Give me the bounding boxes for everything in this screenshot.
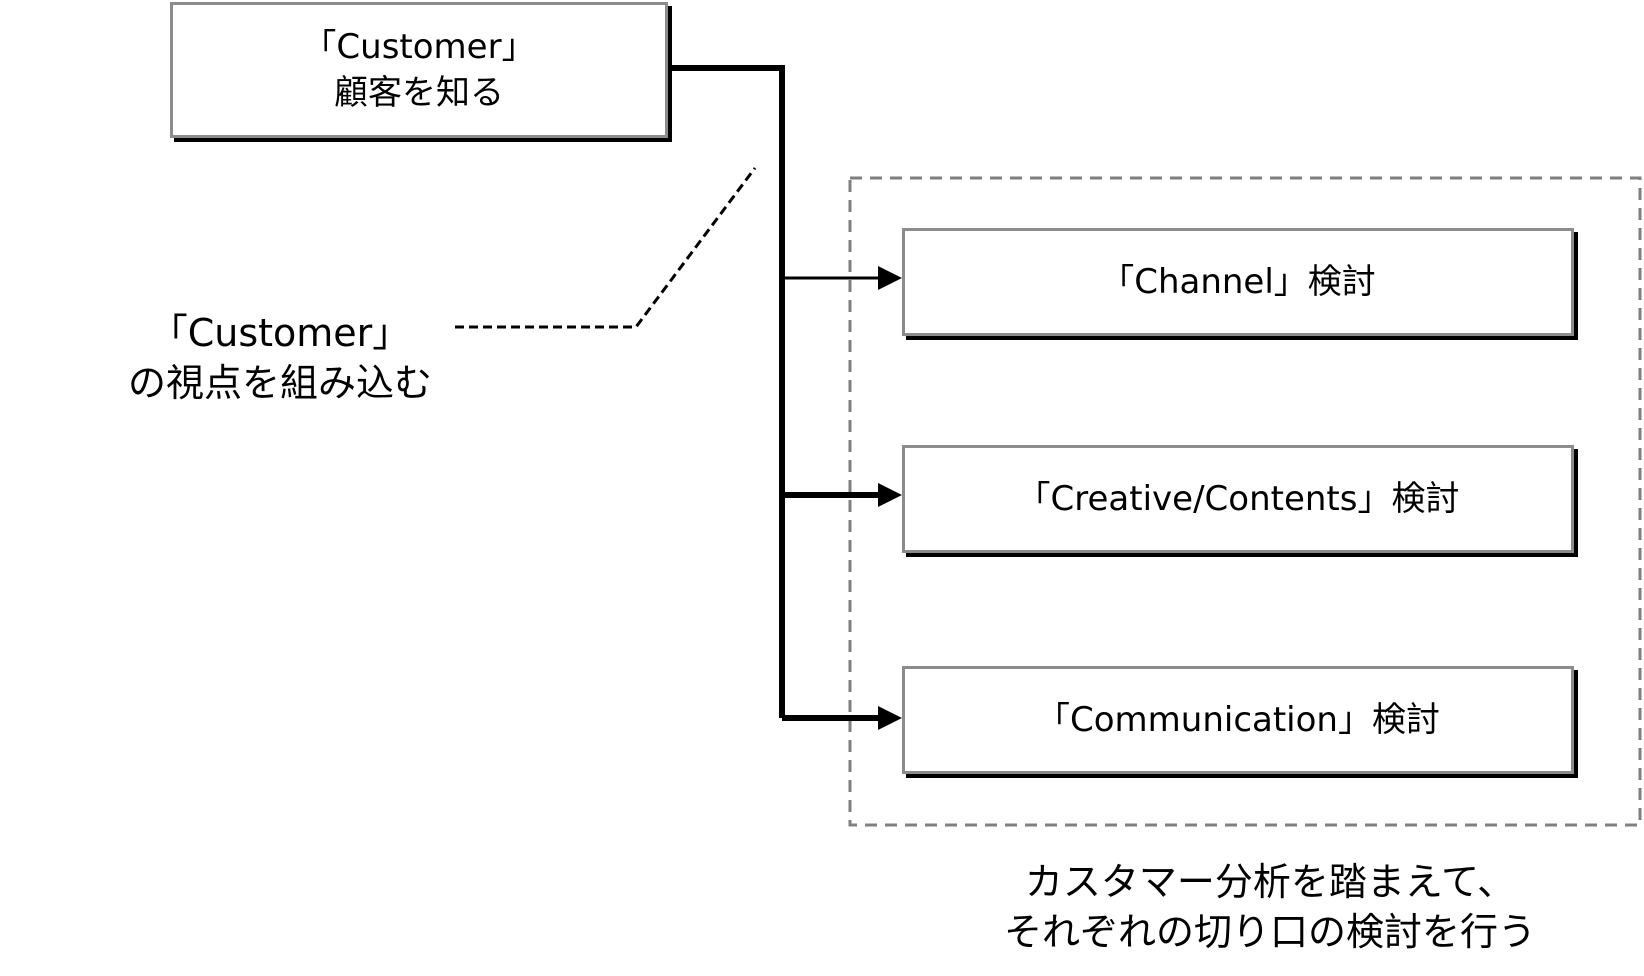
customer-trunk-line	[664, 65, 785, 718]
arrowhead-creative	[878, 483, 902, 507]
creative-contents-review-box: 「Creative/Contents」検討	[902, 445, 1574, 553]
channel-review-box: 「Channel」検討	[902, 228, 1574, 336]
branch-arrows	[782, 266, 902, 730]
customer-box: 「Customer」 顧客を知る	[170, 2, 668, 138]
communication-review-label: 「Communication」検討	[1036, 700, 1440, 740]
review-group-frame	[848, 176, 1642, 827]
customer-box-label: 「Customer」 顧客を知る	[302, 27, 536, 113]
communication-review-box: 「Communication」検討	[902, 666, 1574, 774]
viewpoint-callout-leader	[455, 167, 757, 329]
channel-review-label: 「Channel」検討	[1100, 262, 1376, 302]
arrowhead-communication	[878, 706, 902, 730]
customer-viewpoint-label: 「Customer」 の視点を組み込む	[127, 311, 432, 405]
arrowhead-channel	[878, 266, 902, 290]
creative-contents-review-label: 「Creative/Contents」検討	[1016, 479, 1460, 519]
analysis-note: カスタマー分析を踏まえて、 それぞれの切り口の検討を行う	[1003, 860, 1536, 954]
